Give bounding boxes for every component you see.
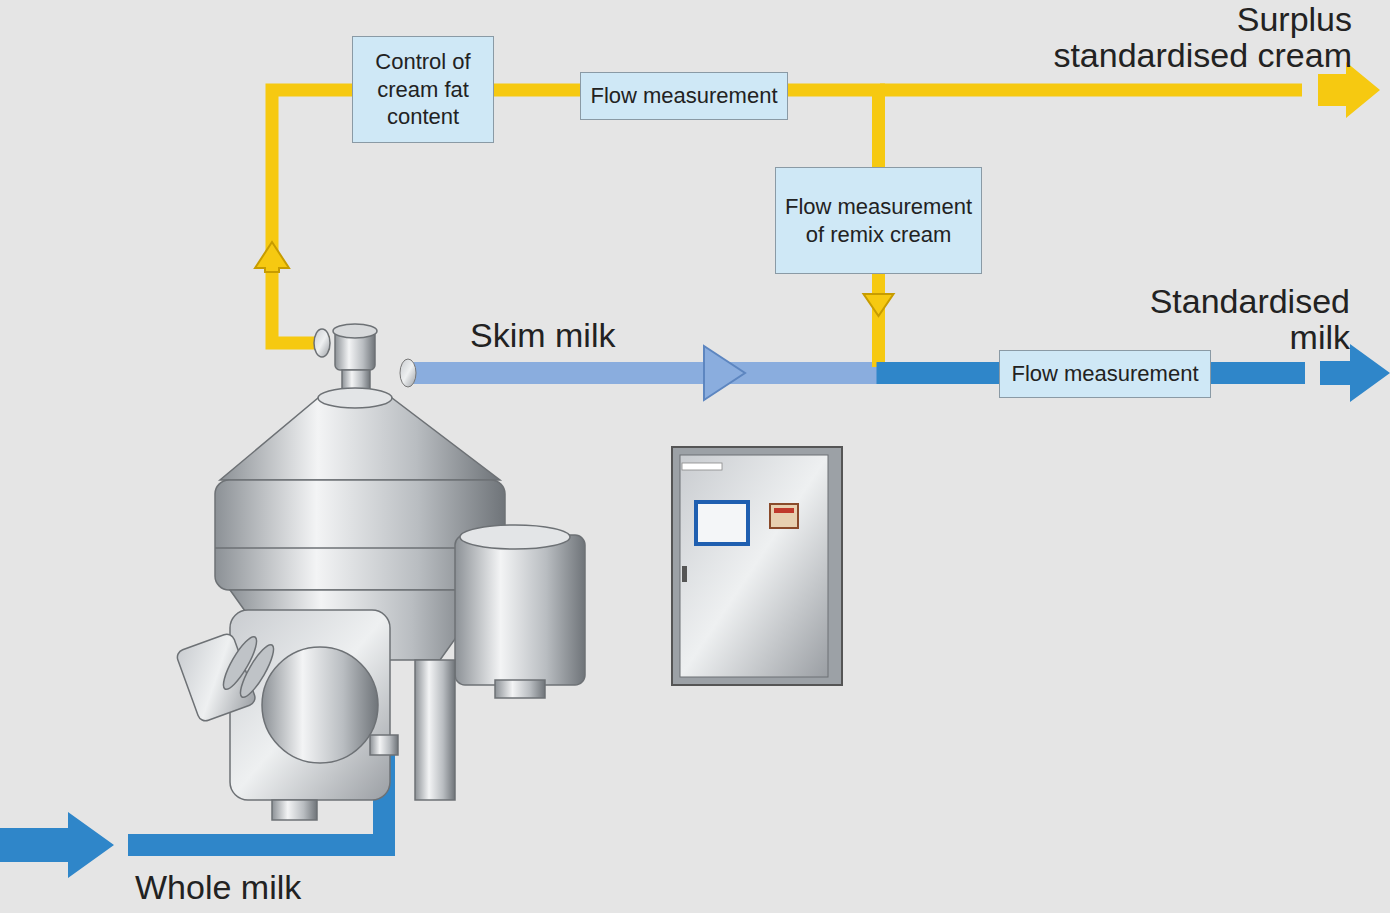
surplus-pipe <box>880 84 1302 97</box>
flow-box: Flow measurement of remix cream <box>775 167 982 274</box>
control-box: Control of cream fat content <box>352 36 494 143</box>
stream-label: Standardised milk <box>1133 284 1350 355</box>
arrow-head <box>864 294 894 316</box>
box-text: Flow measurement <box>590 82 777 110</box>
stream-label: Skim milk <box>470 318 615 354</box>
pipe <box>877 362 1000 384</box>
box-text: Flow measurement of remix cream <box>776 193 981 248</box>
flow-arrow <box>255 242 289 272</box>
box-text: Control of cream fat content <box>353 48 493 131</box>
inlet-arrow <box>0 812 114 878</box>
control-cabinet <box>672 447 842 685</box>
skim-arrow <box>704 346 745 400</box>
pipe-connector <box>864 274 1000 373</box>
stream-label: Whole milk <box>135 870 301 906</box>
cream-pipe <box>272 90 352 343</box>
separator <box>175 324 585 820</box>
pipe-connector <box>494 90 580 91</box>
skim-pipe <box>410 362 880 384</box>
pipe <box>788 90 879 167</box>
pipe <box>494 84 580 97</box>
milk-pipe <box>1200 362 1305 384</box>
pipe-connector <box>788 90 879 167</box>
flow-box: Flow measurement <box>999 350 1211 398</box>
flow-box: Flow measurement <box>580 72 788 120</box>
box-text: Flow measurement <box>1011 360 1198 388</box>
pipe <box>872 274 885 367</box>
stream-label: Surplus standardised cream <box>1042 2 1352 73</box>
